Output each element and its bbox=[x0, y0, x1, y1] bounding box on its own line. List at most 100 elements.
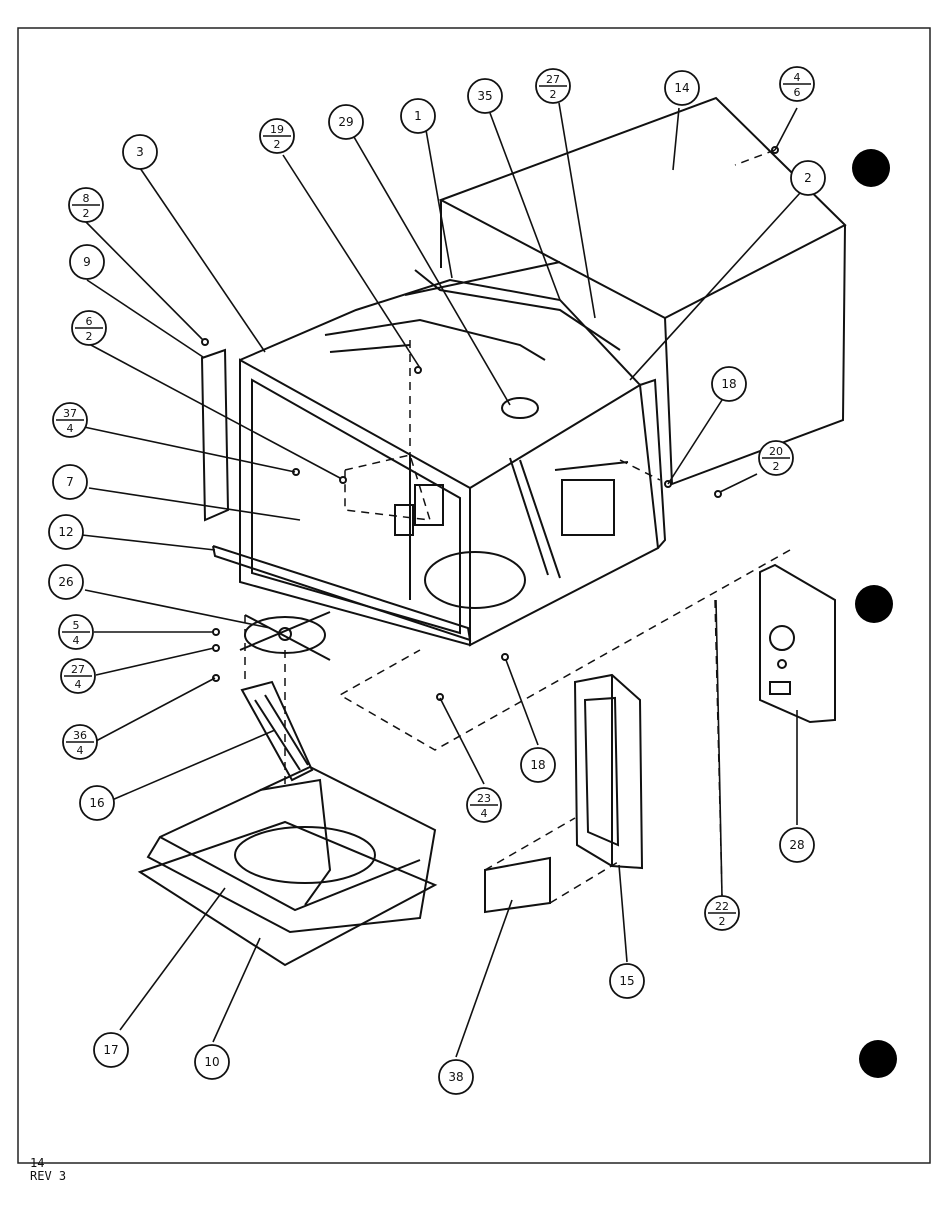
callout-part-number: 17 bbox=[103, 1043, 118, 1057]
bottom-rail bbox=[212, 545, 472, 642]
stirrer-support bbox=[240, 680, 314, 782]
callout-circle bbox=[194, 1044, 230, 1080]
callout-circle bbox=[790, 160, 826, 196]
callout-part-number: 28 bbox=[789, 838, 804, 852]
callout-circle bbox=[520, 747, 556, 783]
callout-8-2: 82 bbox=[68, 187, 104, 223]
base-tray bbox=[146, 765, 437, 934]
callout-part-number: 37 bbox=[63, 407, 77, 420]
callout-part-number: 27 bbox=[546, 73, 560, 86]
binder-hole-middle bbox=[855, 585, 893, 623]
callout-15: 15 bbox=[609, 963, 645, 999]
callout-part-number: 35 bbox=[477, 89, 492, 103]
callout-part-number: 12 bbox=[58, 525, 73, 539]
callout-part-number: 36 bbox=[73, 729, 87, 742]
callout-18b: 18 bbox=[520, 747, 556, 783]
callout-quantity: 4 bbox=[77, 744, 84, 757]
callout-part-number: 16 bbox=[89, 796, 104, 810]
callout-part-number: 23 bbox=[477, 792, 491, 805]
callout-part-number: 2 bbox=[804, 171, 812, 185]
callout-quantity: 4 bbox=[67, 422, 74, 435]
callout-quantity: 2 bbox=[719, 915, 726, 928]
callout-part-number: 1 bbox=[414, 109, 422, 123]
oven-chassis bbox=[239, 261, 667, 647]
callout-part-number: 26 bbox=[58, 575, 73, 589]
callout-quantity: 4 bbox=[481, 807, 488, 820]
control-panel bbox=[759, 563, 836, 724]
callout-circle bbox=[69, 244, 105, 280]
callout-18a: 18 bbox=[711, 366, 747, 402]
callout-20-2: 202 bbox=[758, 440, 794, 476]
callout-part-number: 8 bbox=[83, 192, 90, 205]
callout-27-2: 272 bbox=[535, 68, 571, 104]
callout-part-number: 4 bbox=[794, 71, 801, 84]
callout-22-2: 222 bbox=[704, 895, 740, 931]
callout-7: 7 bbox=[52, 464, 88, 500]
callout-16: 16 bbox=[79, 785, 115, 821]
front-frame-left bbox=[200, 348, 230, 522]
callout-6-2: 62 bbox=[71, 310, 107, 346]
page-number: 14 bbox=[30, 1156, 45, 1170]
door-spacer bbox=[484, 856, 551, 914]
callout-2: 2 bbox=[790, 160, 826, 196]
callout-28: 28 bbox=[779, 827, 815, 863]
callout-quantity: 4 bbox=[75, 678, 82, 691]
callout-part-number: 27 bbox=[71, 663, 85, 676]
callout-10: 10 bbox=[194, 1044, 230, 1080]
callout-37-4: 374 bbox=[52, 402, 88, 438]
binder-hole-top bbox=[852, 149, 890, 187]
callout-quantity: 2 bbox=[274, 138, 281, 151]
callout-circle bbox=[400, 98, 436, 134]
callout-part-number: 15 bbox=[619, 974, 634, 988]
callout-circle bbox=[438, 1059, 474, 1095]
callout-circle bbox=[467, 78, 503, 114]
callout-14: 14 bbox=[664, 70, 700, 106]
callout-3: 3 bbox=[122, 134, 158, 170]
callout-part-number: 29 bbox=[338, 115, 353, 129]
callout-29: 29 bbox=[328, 104, 364, 140]
callout-26: 26 bbox=[48, 564, 84, 600]
callout-part-number: 14 bbox=[674, 81, 689, 95]
callout-circle bbox=[48, 514, 84, 550]
callout-part-number: 22 bbox=[715, 900, 729, 913]
callout-quantity: 6 bbox=[794, 86, 801, 99]
callout-35: 35 bbox=[467, 78, 503, 114]
callout-part-number: 10 bbox=[204, 1055, 219, 1069]
callout-36-4: 364 bbox=[62, 724, 98, 760]
callout-circle bbox=[48, 564, 84, 600]
callout-circle bbox=[779, 827, 815, 863]
callout-part-number: 9 bbox=[83, 255, 91, 269]
callout-part-number: 18 bbox=[530, 758, 545, 772]
callout-part-number: 19 bbox=[270, 123, 284, 136]
revision-label: REV 3 bbox=[30, 1169, 67, 1183]
callout-circle bbox=[122, 134, 158, 170]
callout-9: 9 bbox=[69, 244, 105, 280]
callout-38: 38 bbox=[438, 1059, 474, 1095]
callout-part-number: 3 bbox=[136, 145, 144, 159]
callout-circle bbox=[93, 1032, 129, 1068]
callout-circle bbox=[711, 366, 747, 402]
callout-12: 12 bbox=[48, 514, 84, 550]
binder-hole-bottom bbox=[859, 1040, 897, 1078]
callout-part-number: 6 bbox=[86, 315, 93, 328]
callout-circle bbox=[609, 963, 645, 999]
leader-lines bbox=[81, 102, 801, 1058]
outer-cabinet bbox=[438, 96, 847, 486]
callout-circle bbox=[52, 464, 88, 500]
drawing-lines bbox=[137, 96, 847, 967]
callout-circle bbox=[79, 785, 115, 821]
callout-23-4: 234 bbox=[466, 787, 502, 823]
page-border bbox=[17, 27, 931, 1164]
callout-17: 17 bbox=[93, 1032, 129, 1068]
callout-quantity: 2 bbox=[773, 460, 780, 473]
callout-part-number: 20 bbox=[769, 445, 783, 458]
callout-4-6: 46 bbox=[779, 66, 815, 102]
callout-quantity: 2 bbox=[83, 207, 90, 220]
callout-part-number: 38 bbox=[448, 1070, 463, 1084]
callout-circle bbox=[664, 70, 700, 106]
assembly-guides bbox=[244, 149, 791, 904]
callout-19-2: 192 bbox=[259, 118, 295, 154]
callout-part-number: 18 bbox=[721, 377, 736, 391]
